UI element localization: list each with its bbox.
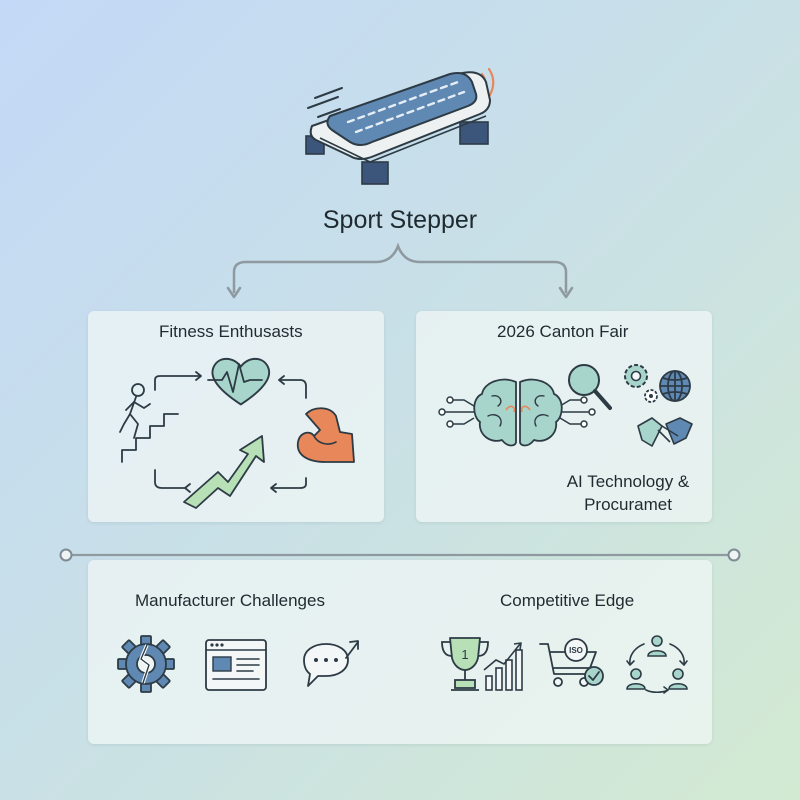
magnifier-icon xyxy=(568,364,612,410)
heartbeat-icon xyxy=(207,357,271,406)
stepper-platform-icon xyxy=(305,67,495,185)
stair-climber-icon xyxy=(119,383,179,463)
browser-window-icon xyxy=(205,639,267,691)
canton-fair-graphic xyxy=(438,364,693,447)
trophy-chart-icon: 1 xyxy=(441,637,523,691)
competitive-edge-title: Competitive Edge xyxy=(500,591,635,610)
iso-badge-label: ISO xyxy=(569,646,583,655)
canton-fair-subtitle-line1: AI Technology & xyxy=(566,472,690,491)
broken-gear-icon xyxy=(117,635,175,693)
stepper-illustration xyxy=(290,60,520,190)
trophy-rank-label: 1 xyxy=(461,647,468,662)
team-cycle-icon xyxy=(626,635,688,694)
chat-bubble-icon xyxy=(303,640,359,687)
canton-fair-panel-title: 2026 Canton Fair xyxy=(497,322,629,341)
flexed-arm-icon xyxy=(296,407,355,463)
canton-fair-subtitle: AI Technology & Procuramet xyxy=(548,470,708,516)
handshake-icon xyxy=(637,417,693,447)
manufacturer-challenges-title: Manufacturer Challenges xyxy=(135,591,325,610)
fitness-cycle-graphic xyxy=(119,357,355,509)
canton-fair-subtitle-line2: Procuramet xyxy=(584,495,672,514)
gears-icon xyxy=(624,364,658,403)
fitness-panel-title: Fitness Enthusasts xyxy=(159,322,303,341)
ai-brain-icon xyxy=(438,378,596,447)
globe-icon xyxy=(659,370,691,402)
challenges-edge-panel xyxy=(88,560,712,744)
iso-cart-icon: ISO xyxy=(539,638,604,687)
canton-fair-panel xyxy=(416,311,712,522)
rising-trend-arrow-icon xyxy=(183,435,265,509)
product-title: Sport Stepper xyxy=(322,206,478,234)
